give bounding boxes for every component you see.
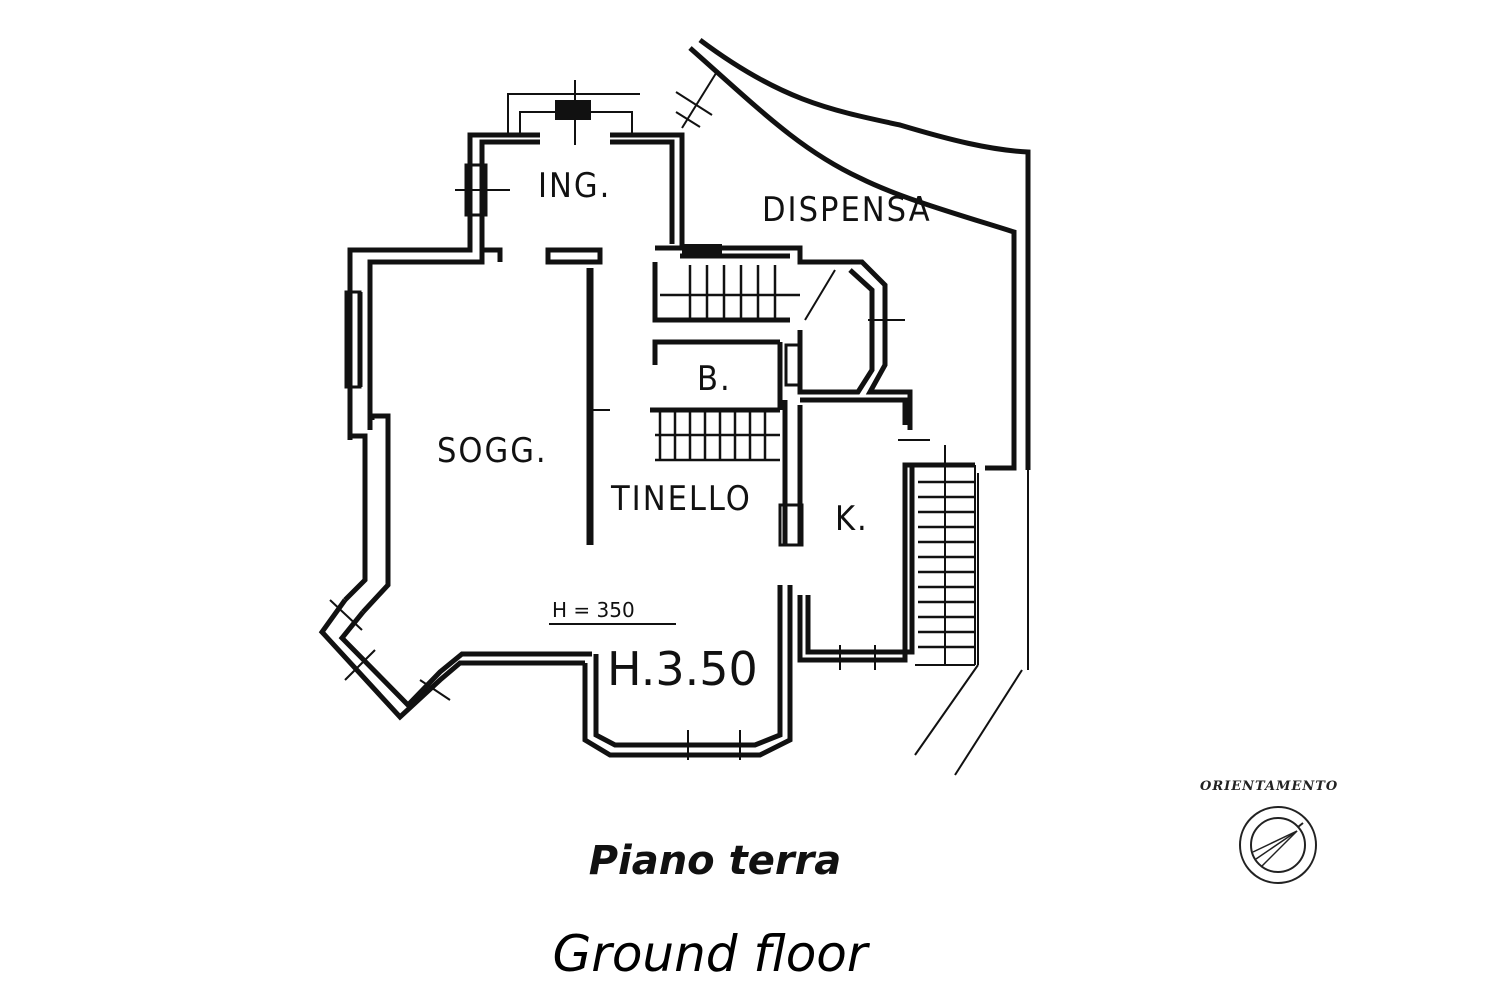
tinello-bay (582, 585, 793, 760)
staircase-upper (652, 244, 913, 430)
room-label-tinello: TINELLO (610, 479, 752, 519)
staircase-lower (655, 412, 780, 462)
exterior-stair (915, 445, 976, 666)
room-label-ing: ING. (538, 166, 611, 206)
room-label-b: B. (697, 359, 732, 399)
ing-walls (347, 80, 685, 440)
dispensa-door (675, 69, 719, 129)
kitchen-walls (778, 397, 930, 670)
sogg-tinello-partition (586, 268, 610, 545)
room-label-dispensa: DISPENSA (762, 190, 932, 230)
room-label-k: K. (835, 499, 869, 539)
floor-title-italian: Piano terra (588, 838, 842, 884)
height-annotation-small: H = 350 (552, 598, 635, 622)
height-annotation-large: H.3.50 (607, 642, 758, 696)
orientation-label: ORIENTAMENTO (1200, 779, 1338, 794)
compass-icon (1239, 806, 1317, 884)
room-label-sogg: SOGG. (437, 431, 548, 471)
sogg-walls (318, 290, 592, 721)
dispensa-boundary (688, 37, 1031, 776)
floor-title-english: Ground floor (552, 925, 868, 983)
bath-walls (650, 339, 802, 413)
